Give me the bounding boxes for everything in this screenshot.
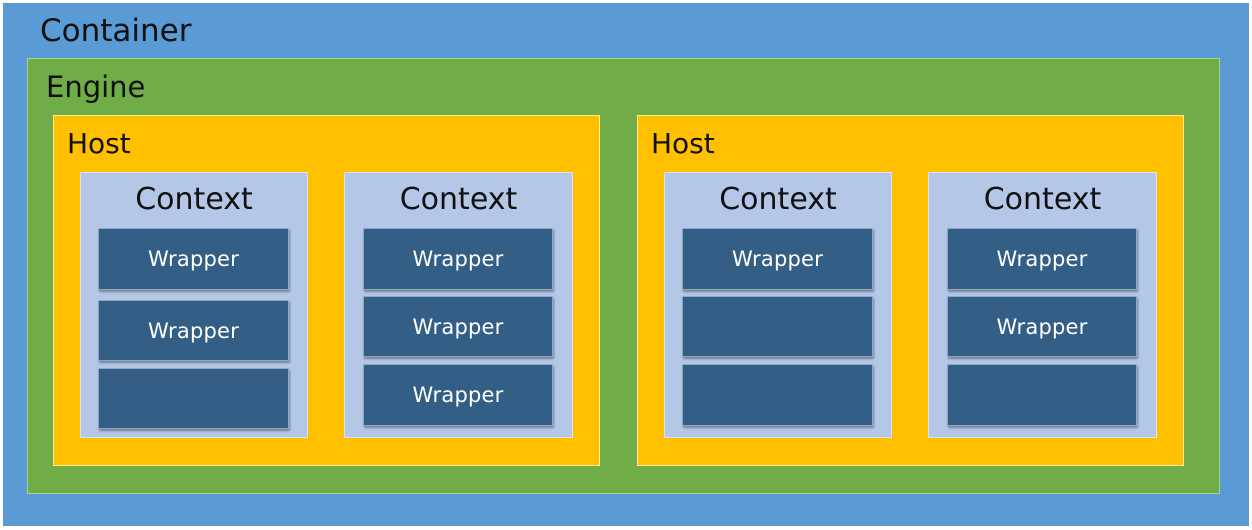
container-label: Container (40, 13, 192, 49)
wrapper-box-empty (947, 364, 1137, 426)
wrapper-box: Wrapper (363, 364, 553, 426)
wrapper-box: Wrapper (363, 296, 553, 357)
wrapper-box: Wrapper (682, 228, 873, 290)
wrapper-box-empty (682, 364, 873, 426)
host-label-1: Host (67, 127, 131, 160)
wrapper-box: Wrapper (98, 300, 289, 361)
wrapper-box-empty (682, 296, 873, 357)
wrapper-box: Wrapper (947, 296, 1137, 357)
context-label: Context (983, 182, 1102, 217)
context-label: Context (719, 182, 837, 217)
wrapper-box: Wrapper (363, 228, 553, 290)
engine-label: Engine (46, 70, 146, 104)
context-label: Context (399, 182, 518, 217)
wrapper-box-empty (98, 368, 289, 429)
host-label-2: Host (651, 127, 715, 160)
wrapper-box: Wrapper (98, 228, 289, 290)
wrapper-box: Wrapper (947, 228, 1137, 290)
context-label: Context (135, 182, 253, 217)
